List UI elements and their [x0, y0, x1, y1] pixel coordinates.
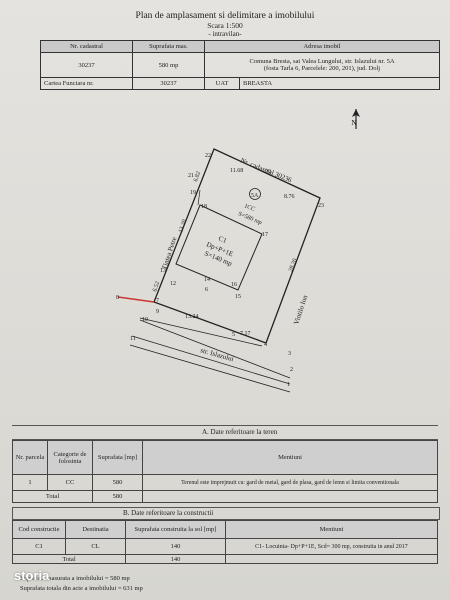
section-b-title: B. Date referitoare la constructii: [12, 507, 440, 520]
point-6: 6: [205, 287, 208, 293]
parcel-label: 5A: [251, 193, 259, 199]
point-10: 10: [142, 317, 148, 323]
point-7: 7: [156, 298, 159, 304]
point-12: 12: [170, 281, 176, 287]
point-1: 1: [287, 382, 290, 388]
point-17: 17: [262, 232, 268, 238]
neighbor-right-label: Vintilo Ion: [292, 294, 309, 326]
address-line-2: (fosta Tarla 6, Parcelele: 200, 201), ju…: [263, 65, 381, 72]
point-11: 11: [130, 336, 136, 342]
document-title: Plan de amplasament si delimitare a imob…: [135, 11, 315, 21]
col-notes: Mentiuni: [142, 440, 438, 475]
point-20: 20: [265, 169, 271, 175]
point-21: 21: [188, 173, 194, 179]
table-row: 1 CC 580 Terenul este imprejmuit cu: gar…: [12, 474, 438, 491]
documented-area-note: Suprafata totala din acte a imobilului =…: [20, 585, 143, 592]
header-cadastral: Nr. cadastral: [40, 40, 133, 53]
point-23: 23: [318, 203, 324, 209]
point-3: 3: [288, 351, 291, 357]
table-total-row: Total 140: [12, 554, 438, 564]
building-c1: [175, 204, 263, 291]
land-table: Nr. parcela Categorie de folosinta Supra…: [12, 440, 438, 503]
site-plan: Nr. cadastral 30236 Tintea Petre Vintilo…: [116, 148, 324, 393]
point-16: 16: [231, 282, 237, 288]
dim-8-76: 8.76: [284, 194, 295, 200]
table-total-row: Total 580: [12, 490, 438, 503]
section-a-title: A. Date referitoare la teren: [12, 425, 438, 440]
street-edge: [139, 317, 263, 347]
table-row: C1 CL 140 C1- Locuinta- Dp+P+1E, Scd= 30…: [12, 538, 438, 555]
document-scale: Scara 1:500: [207, 21, 243, 30]
north-label: N: [352, 119, 357, 127]
property-info-table: Nr. cadastral Suprafata mas. Adresa imob…: [40, 40, 440, 90]
street-line-middle: [131, 335, 291, 385]
col-category: Categorie de folosinta: [47, 440, 93, 475]
col-code: Cod constructie: [12, 520, 66, 539]
point-22: 22: [205, 153, 211, 159]
col-parcel: Nr. parcela: [12, 440, 48, 475]
point-8: 8: [116, 295, 119, 301]
dim-6-82: 6.82: [193, 171, 202, 183]
storia-watermark: storia: [14, 568, 50, 583]
parcel-boundary: [153, 148, 321, 344]
point-2: 2: [290, 367, 293, 373]
street-label: str. Islazului: [199, 346, 234, 363]
building-code: C1: [217, 234, 228, 245]
point-5: 5: [232, 332, 235, 338]
dim-13-24: 13.24: [185, 314, 199, 320]
document-zone: - intravilan-: [208, 30, 242, 38]
point-15: 15: [235, 294, 241, 300]
point-18: 18: [201, 204, 207, 210]
uat-value: BREASTA: [239, 77, 440, 90]
street-line-upper: [139, 319, 291, 379]
point-14: 14: [204, 277, 210, 283]
dim-11-68: 11.68: [230, 168, 243, 174]
address-line-1: Comuna Bresta, sat Valea Lungului, str. …: [249, 58, 395, 65]
dim-7-17: 7.17: [240, 331, 251, 337]
street-line-lower: [129, 344, 291, 393]
point-13: 13: [160, 268, 166, 274]
col-b-notes: Mentiuni: [225, 520, 438, 539]
col-area: Suprafata [mp]: [92, 440, 143, 475]
point-4: 4: [264, 342, 267, 348]
point-19: 19: [190, 190, 196, 196]
dim-6-52: 6.52: [152, 281, 161, 293]
measured-area-note: Suprafata masurata a imobilului = 580 mp: [20, 575, 130, 582]
cf-value: 30237: [132, 77, 205, 90]
dim-13-20: 13.20: [178, 219, 188, 234]
parcel-marker: [249, 188, 261, 200]
dim-28-20: 28.20: [288, 258, 298, 273]
col-destination: Destinatia: [65, 520, 126, 539]
point-9: 9: [156, 309, 159, 315]
boundary-fence: [117, 296, 155, 303]
neighbor-left-label: Tintea Petre: [160, 236, 178, 271]
north-arrow-icon: N: [349, 108, 363, 135]
parcel-use: 1CC: [243, 203, 255, 213]
buildings-table: Cod constructie Destinatia Suprafata con…: [12, 520, 438, 564]
col-built-area: Suprafata construita la sol [mp]: [125, 520, 226, 539]
